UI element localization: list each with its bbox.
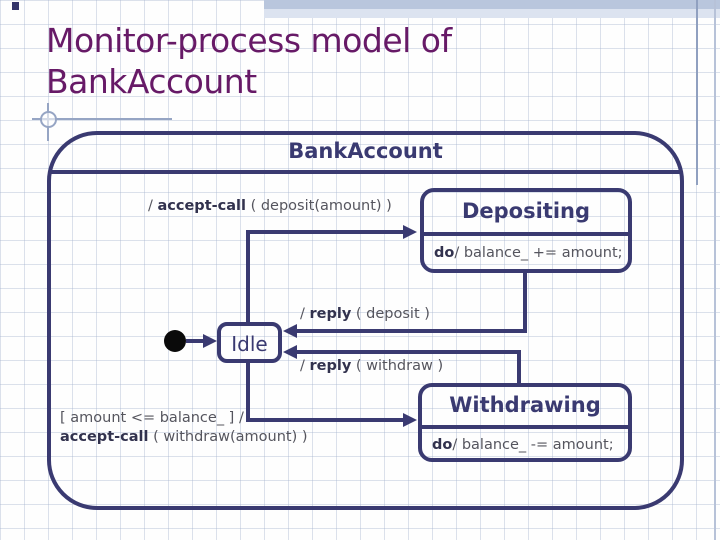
label-action: accept-call ( withdraw(amount) ) bbox=[60, 428, 308, 447]
compass-circle-icon bbox=[40, 111, 57, 128]
transition-reply-deposit-vline bbox=[523, 273, 527, 333]
slide-title-line2: BankAccount bbox=[46, 62, 257, 101]
do-keyword: do bbox=[434, 245, 455, 261]
state-idle: Idle bbox=[217, 322, 282, 363]
label-rest: ( deposit ) bbox=[351, 306, 430, 322]
machine-title: BankAccount bbox=[288, 139, 443, 163]
transition-reply-deposit-hline bbox=[294, 329, 527, 333]
initial-state-dot bbox=[164, 330, 186, 352]
label-rest: ( withdraw ) bbox=[351, 358, 444, 374]
label-keyword: accept-call bbox=[157, 198, 246, 214]
label-rest: ( withdraw(amount) ) bbox=[148, 429, 308, 445]
transition-accept-withdraw-label: [ amount <= balance_ ] / accept-call ( w… bbox=[60, 409, 308, 447]
state-depositing: Depositing do/ balance_ += amount; bbox=[420, 188, 632, 273]
do-action: / balance_ += amount; bbox=[454, 245, 623, 261]
label-keyword: accept-call bbox=[60, 429, 149, 445]
slide-title-line1: Monitor-process model of bbox=[46, 21, 452, 60]
do-action: / balance_ -= amount; bbox=[452, 437, 614, 453]
label-prefix: / bbox=[300, 358, 310, 374]
transition-accept-deposit-label: / accept-call ( deposit(amount) ) bbox=[148, 198, 392, 214]
initial-transition-line bbox=[186, 339, 206, 343]
transition-reply-withdraw-hline bbox=[294, 350, 521, 354]
label-rest: ( deposit(amount) ) bbox=[245, 198, 392, 214]
initial-transition-arrow-icon bbox=[203, 334, 217, 348]
transition-accept-withdraw-arrow-icon bbox=[403, 413, 417, 427]
transition-accept-deposit-hline bbox=[246, 230, 404, 234]
transition-accept-deposit-vline bbox=[246, 232, 250, 322]
label-prefix: / bbox=[148, 198, 158, 214]
top-band-primary bbox=[264, 0, 720, 9]
transition-reply-withdraw-vline bbox=[517, 350, 521, 383]
label-keyword: reply bbox=[309, 358, 352, 374]
state-depositing-do-activity: do/ balance_ += amount; bbox=[434, 245, 624, 261]
transition-reply-deposit-label: / reply ( deposit ) bbox=[300, 306, 430, 322]
corner-square-decor bbox=[12, 2, 19, 10]
state-withdrawing-title: Withdrawing bbox=[449, 393, 601, 417]
transition-accept-deposit-arrow-icon bbox=[403, 225, 417, 239]
state-depositing-title: Depositing bbox=[461, 199, 591, 223]
do-keyword: do bbox=[432, 437, 453, 453]
right-rule-short bbox=[696, 0, 698, 185]
state-idle-label: Idle bbox=[231, 332, 268, 356]
transition-reply-withdraw-arrow-icon bbox=[283, 345, 297, 359]
transition-accept-withdraw-vline bbox=[246, 363, 250, 422]
label-keyword: reply bbox=[309, 306, 352, 322]
title-underline bbox=[32, 118, 172, 120]
top-band-secondary bbox=[264, 9, 720, 18]
state-machine-frame bbox=[47, 131, 684, 510]
state-depositing-divider bbox=[424, 232, 628, 236]
right-rule-long bbox=[714, 0, 716, 540]
state-withdrawing-divider bbox=[422, 425, 628, 429]
state-withdrawing: Withdrawing do/ balance_ -= amount; bbox=[418, 383, 632, 462]
label-prefix: / bbox=[300, 306, 310, 322]
state-withdrawing-do-activity: do/ balance_ -= amount; bbox=[432, 437, 624, 453]
transition-reply-deposit-arrow-icon bbox=[283, 324, 297, 338]
label-guard: [ amount <= balance_ ] / bbox=[60, 410, 244, 426]
machine-title-divider bbox=[50, 170, 680, 174]
transition-reply-withdraw-label: / reply ( withdraw ) bbox=[300, 358, 443, 374]
transition-accept-withdraw-hline bbox=[246, 418, 404, 422]
slide-title: Monitor-process model of BankAccount bbox=[46, 20, 686, 102]
